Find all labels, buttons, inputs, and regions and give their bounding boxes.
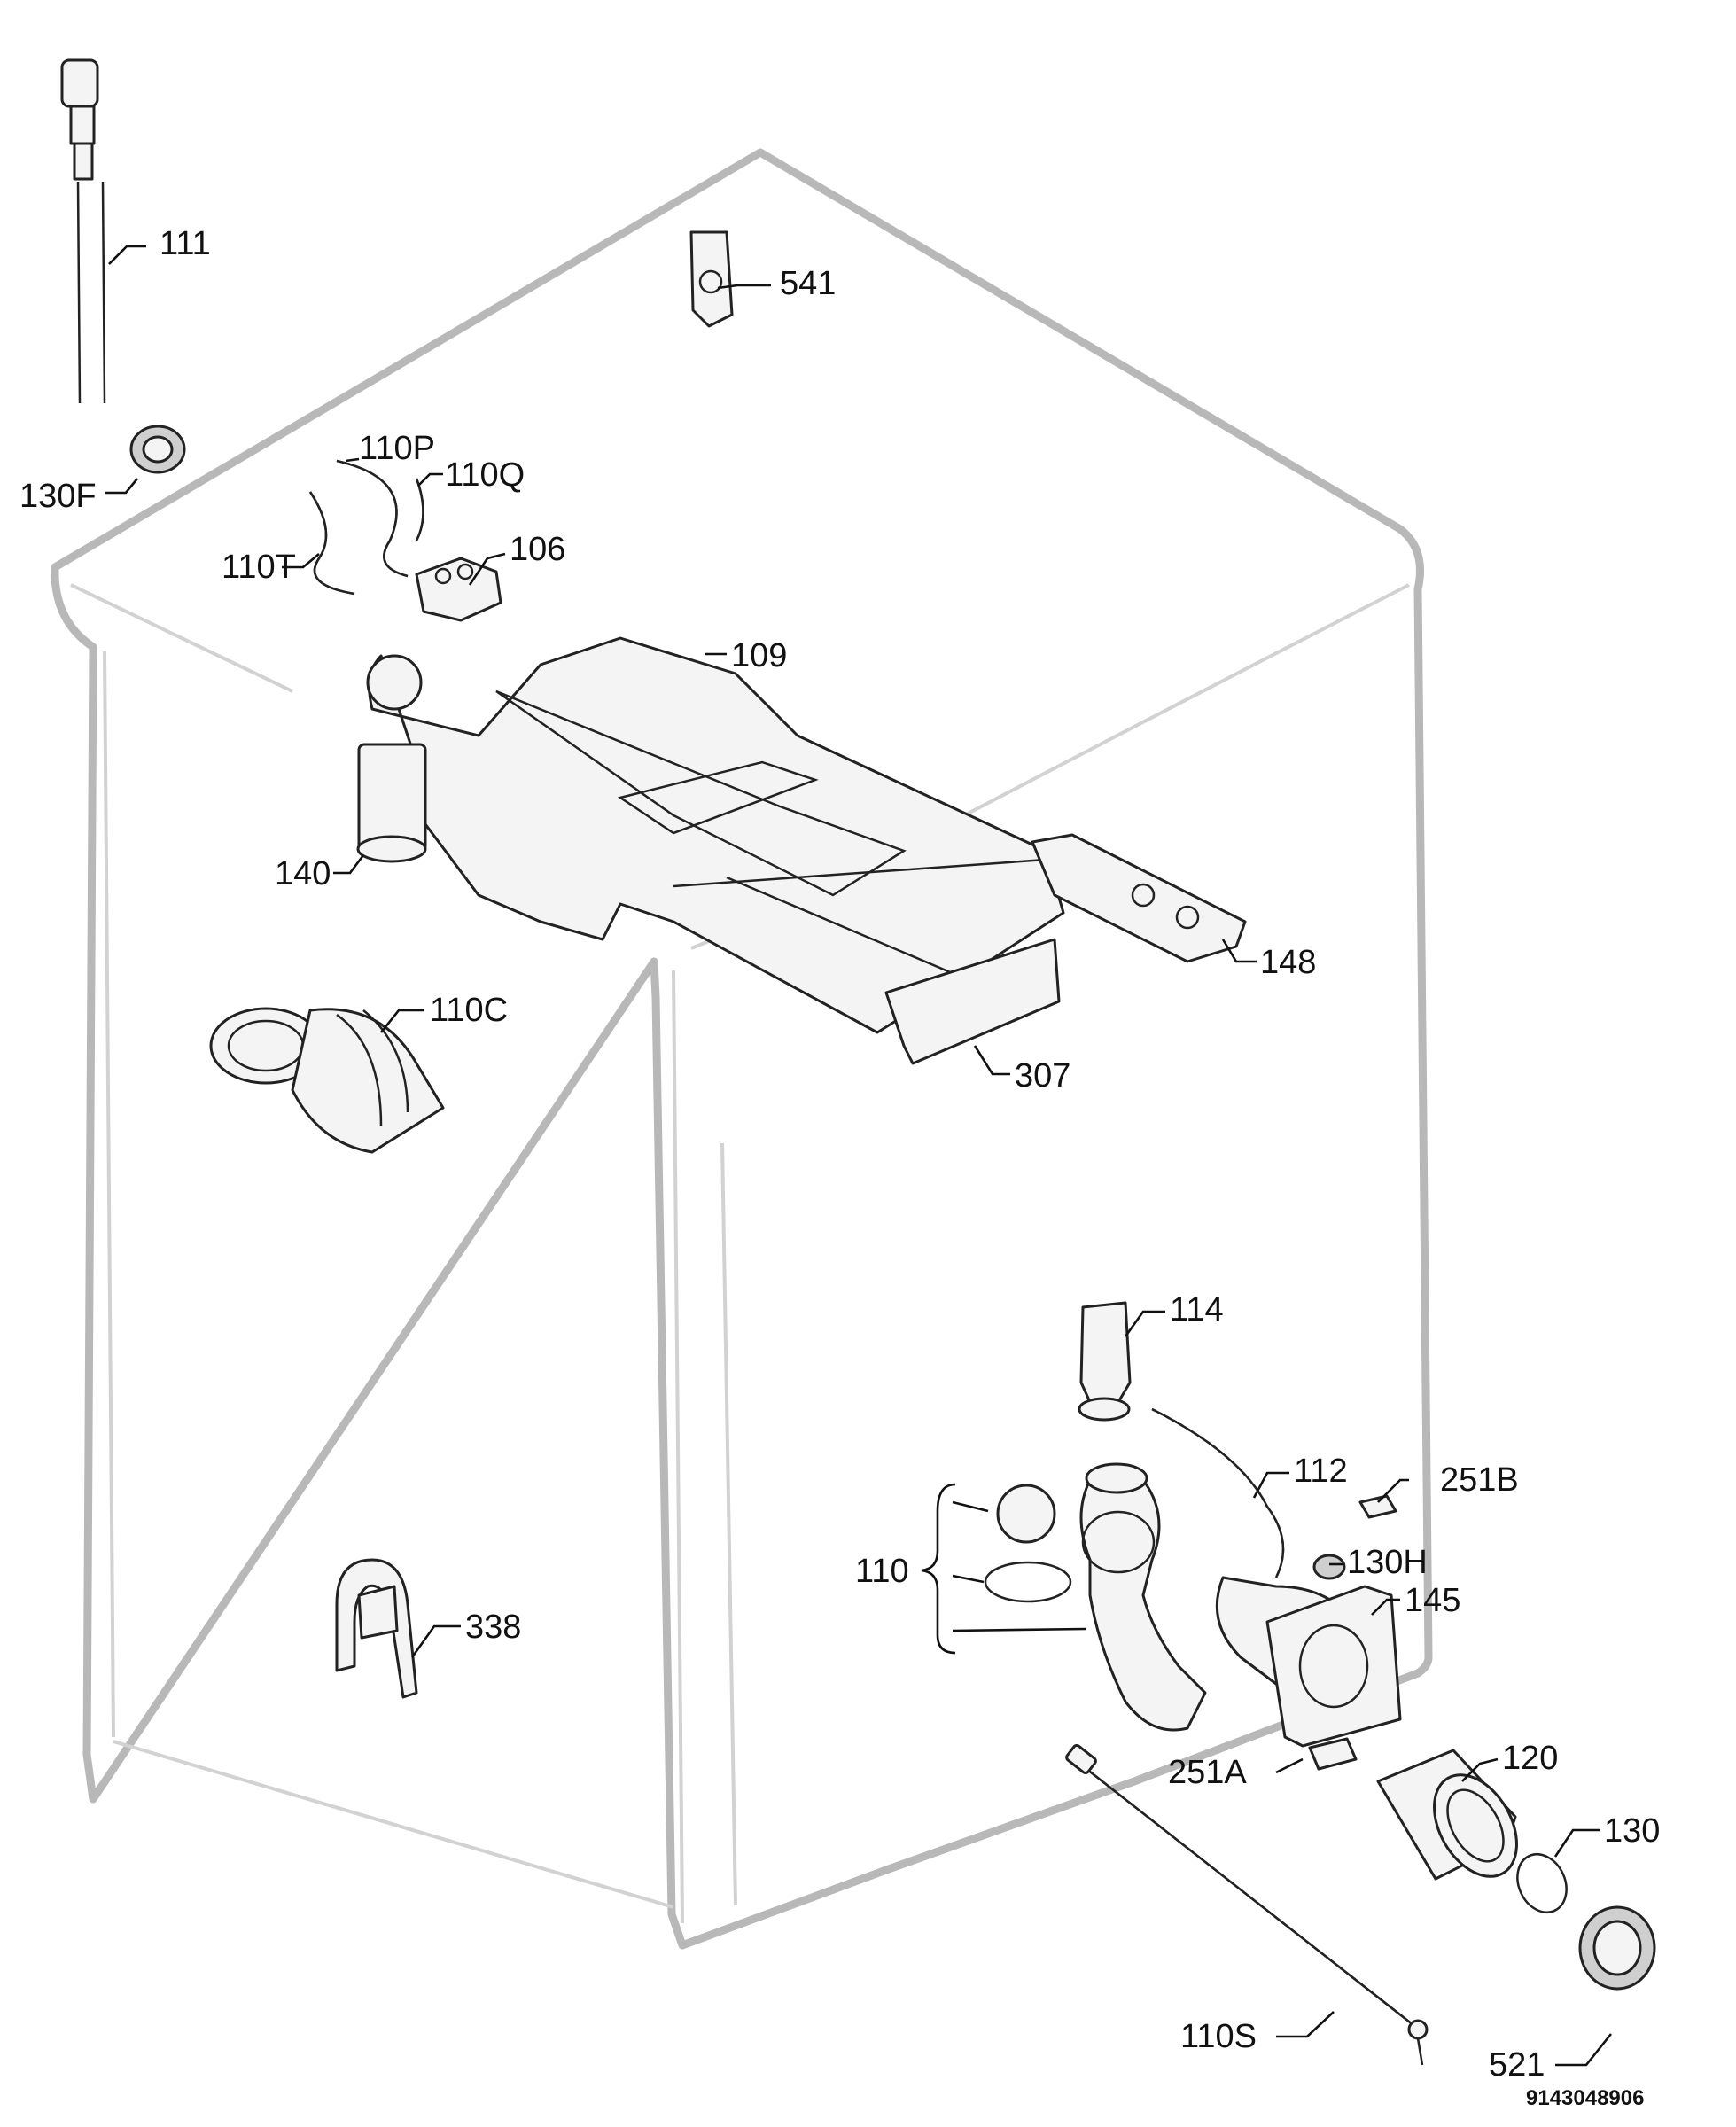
part-251A-clip: [1308, 1737, 1358, 1771]
label-541: 541: [780, 265, 836, 302]
cabinet-outline: [51, 148, 1433, 1950]
part-251B-clip: [1358, 1494, 1397, 1519]
label-110S: 110S: [1180, 2018, 1257, 2055]
part-130F-cap: [129, 425, 186, 474]
label-251B: 251B: [1440, 1461, 1519, 1499]
leader-lines: [105, 245, 1613, 2067]
part-130-gasket: [1516, 1853, 1568, 1913]
drawing-code: 9143048906: [1526, 2086, 1644, 2110]
part-110S-drain-tube: [1065, 1743, 1429, 2066]
part-114-chamber: [1078, 1301, 1132, 1422]
label-112: 112: [1294, 1453, 1348, 1490]
label-140: 140: [275, 855, 331, 892]
label-106: 106: [510, 531, 565, 568]
label-110C: 110C: [430, 992, 508, 1029]
part-130H-cap: [1312, 1554, 1346, 1580]
part-148-bracket: [1031, 833, 1247, 963]
part-110C-bellows: [209, 1007, 445, 1154]
part-110-ring: [984, 1561, 1072, 1603]
part-110-pump-bellows: [1079, 1462, 1207, 1732]
label-110Q: 110Q: [445, 456, 525, 494]
label-251A: 251A: [1168, 1754, 1247, 1791]
label-130: 130: [1604, 1812, 1660, 1850]
label-110P: 110P: [359, 430, 435, 467]
label-111: 111: [160, 225, 211, 262]
label-110: 110: [855, 1553, 909, 1590]
part-106-valve: [415, 557, 502, 622]
part-338-hose-guide: [335, 1558, 418, 1699]
part-110-ball: [996, 1484, 1056, 1544]
label-120: 120: [1502, 1740, 1558, 1777]
part-140-column: [356, 654, 427, 863]
part-labels: 111 541 130F 110P 110Q 110T 106 109 140 …: [19, 225, 1660, 2110]
part-307-drawer-front: [884, 938, 1061, 1065]
part-112-hose: [1151, 1407, 1285, 1578]
label-130H: 130H: [1347, 1544, 1428, 1581]
part-541-bracket: [689, 230, 734, 328]
label-338: 338: [465, 1609, 521, 1646]
part-111-inlet-hose: [60, 58, 106, 404]
label-148: 148: [1260, 944, 1316, 981]
part-120-filter: [1376, 1749, 1518, 1881]
label-145: 145: [1405, 1582, 1460, 1619]
part-110P-110Q-110T-hoses: [308, 459, 424, 596]
part-521-cap: [1578, 1905, 1656, 1991]
label-109: 109: [731, 637, 787, 674]
label-307: 307: [1015, 1057, 1070, 1095]
label-521: 521: [1489, 2046, 1545, 2084]
part-145-pump-housing: [1215, 1576, 1402, 1748]
part-109-dispenser-housing: [368, 636, 1065, 1034]
label-114: 114: [1170, 1291, 1224, 1328]
label-110T: 110T: [222, 549, 296, 586]
label-130F: 130F: [19, 478, 97, 515]
